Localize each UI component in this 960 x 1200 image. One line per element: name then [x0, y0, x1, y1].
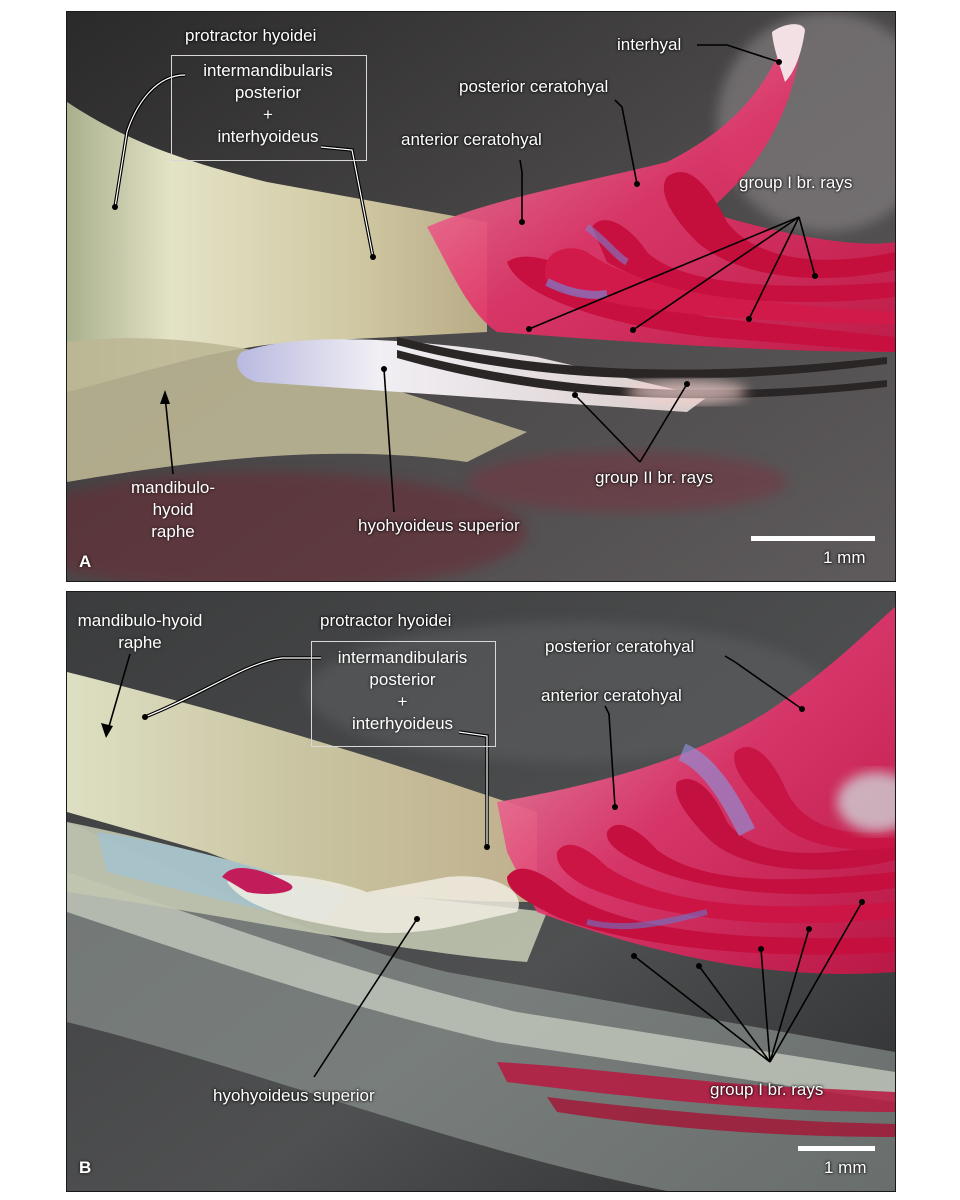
label-hyohyoideus-superior: hyohyoideus superior	[358, 516, 520, 535]
panel-letter: A	[79, 552, 92, 571]
label-mandibulo-hyoid-raphe: mandibulo-hyoid raphe	[117, 477, 229, 543]
label-protractor-components: intermandibularis posterior + interhyoid…	[171, 60, 365, 148]
raphe-line-2: raphe	[151, 522, 195, 541]
box-line-3-b: +	[397, 692, 408, 711]
leader-anterior-ceratohyal-b	[604, 705, 616, 808]
box-line-2: posterior	[234, 83, 302, 102]
leader-group1-a	[528, 216, 800, 330]
scale-label: 1 mm	[823, 548, 866, 567]
label-group2-rays: group II br. rays	[595, 468, 714, 487]
label-group1-rays-b: group I br. rays	[710, 1080, 824, 1099]
label-box-b	[311, 641, 496, 747]
label-protractor-hyoidei-b: protractor hyoidei	[320, 611, 452, 630]
label-posterior-ceratohyal-b: posterior ceratohyal	[545, 637, 695, 656]
leader-anterior-ceratohyal	[519, 159, 523, 222]
leader-raphe	[164, 395, 174, 475]
panel-a-photo	[67, 12, 895, 581]
label-anterior-ceratohyal-b: anterior ceratohyal	[541, 686, 682, 705]
panel-b-leader-lines	[101, 653, 865, 1078]
leader-posterior-ceratohyal	[614, 99, 638, 185]
raphe-line-2-b: raphe	[118, 633, 162, 652]
label-box	[171, 55, 367, 161]
leader-raphe-b	[107, 653, 131, 731]
label-anterior-ceratohyal: anterior ceratohyal	[401, 130, 542, 149]
leader-group2	[574, 394, 641, 463]
panel-a-leader-lines	[112, 44, 818, 513]
panel-b-photo	[67, 592, 895, 1191]
leader-hyohyoideus-b	[313, 918, 418, 1078]
label-interhyal: interhyal	[617, 35, 682, 54]
leader-posterior-ceratohyal-b	[724, 655, 803, 710]
raphe-line-1: mandibulo-hyoid	[130, 478, 216, 519]
box-line-1: intermandibularis	[203, 61, 333, 80]
panel-a: protractor hyoidei intermandibularis pos…	[66, 11, 896, 582]
panel-b: mandibulo-hyoid raphe protractor hyoidei…	[66, 591, 896, 1192]
scale-bar-b	[798, 1146, 875, 1151]
label-protractor-components-b: intermandibularis posterior + interhyoid…	[311, 647, 494, 735]
leader-interhyal	[697, 44, 780, 63]
box-line-2-b: posterior	[369, 670, 436, 689]
scale-label-b: 1 mm	[824, 1158, 867, 1177]
raphe-line-1-b: mandibulo-hyoid	[77, 611, 203, 630]
box-line-3: +	[263, 105, 273, 124]
box-line-1-b: intermandibularis	[337, 648, 468, 667]
leader-hyohyoideus	[383, 368, 395, 513]
label-protractor-hyoidei: protractor hyoidei	[185, 26, 317, 45]
scale-bar	[751, 536, 875, 541]
box-line-4: interhyoideus	[217, 127, 319, 146]
label-hyohyoideus-superior-b: hyohyoideus superior	[213, 1086, 375, 1105]
label-mandibulo-hyoid-raphe-b: mandibulo-hyoid raphe	[71, 610, 209, 654]
panel-letter-b: B	[79, 1158, 92, 1177]
label-group1-rays: group I br. rays	[739, 173, 853, 192]
label-posterior-ceratohyal: posterior ceratohyal	[459, 77, 609, 96]
box-line-4-b: interhyoideus	[351, 714, 454, 733]
